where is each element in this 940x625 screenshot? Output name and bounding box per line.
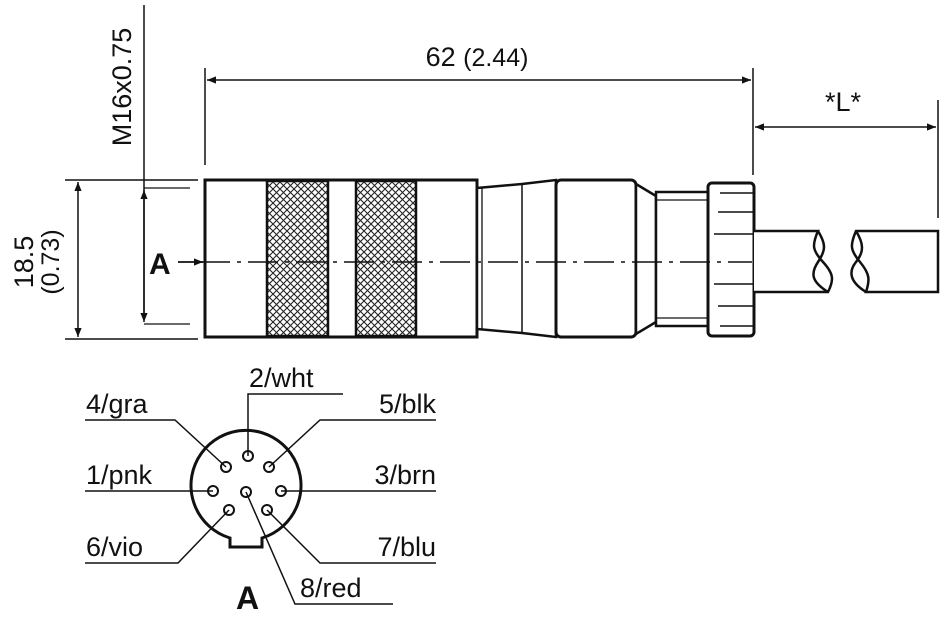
diameter-mm-label: 18.5: [9, 236, 39, 289]
pin-label-8: 8/red: [300, 573, 362, 603]
pin-label-3: 3/brn: [374, 460, 436, 490]
view-a-label: A: [149, 248, 171, 281]
connector-body: [203, 178, 940, 339]
pin-label-6: 6/vio: [86, 532, 143, 562]
length-label: 62 (2.44): [426, 42, 529, 72]
thread-dimension: M16x0.75: [107, 5, 190, 325]
pin-label-1: 1/pnk: [86, 460, 153, 490]
pin-label-7: 7/blu: [377, 532, 436, 562]
pin-label-5: 5/blk: [379, 389, 437, 419]
thread-label: M16x0.75: [107, 28, 137, 147]
pin-face: 2/wht 5/blk 3/brn 7/blu 8/red 6/vio 1/pn…: [85, 363, 436, 616]
cable-length-dimension: *L*: [755, 87, 939, 218]
cable-length-label: *L*: [825, 87, 862, 117]
length-dimension: 62 (2.44): [204, 42, 754, 175]
diameter-dimension: 18.5 (0.73): [9, 179, 198, 340]
section-a-label: A: [236, 580, 259, 616]
pin-label-2: 2/wht: [249, 363, 314, 393]
view-a-marker: A: [149, 248, 203, 281]
diameter-in-label: (0.73): [37, 229, 65, 294]
pin-label-4: 4/gra: [86, 389, 149, 419]
